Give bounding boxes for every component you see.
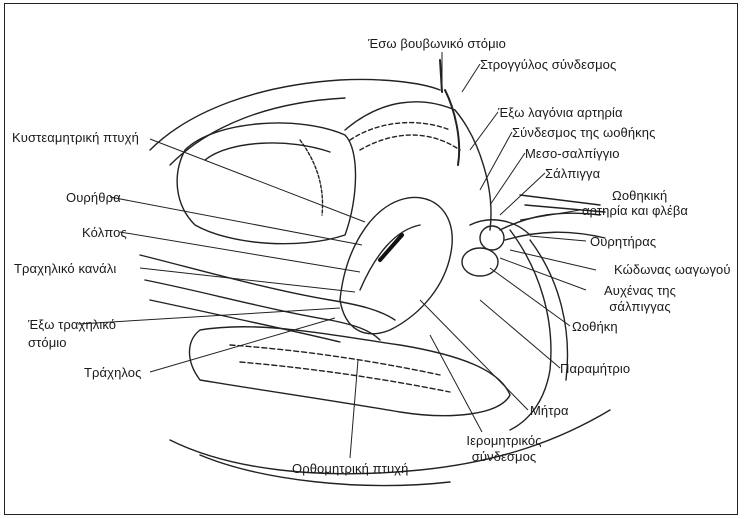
label-external-iliac-artery: Έξω λαγόνια αρτηρία bbox=[498, 105, 623, 120]
round-ligament bbox=[445, 90, 459, 165]
label-vesicouterine-fold: Κυστεαμητρική πτυχή bbox=[12, 130, 139, 145]
rectum-outline bbox=[189, 327, 510, 416]
label-ureter: Ουρητήρας bbox=[590, 234, 656, 249]
label-uterus: Μήτρα bbox=[530, 403, 569, 418]
label-parametrium: Παραμήτριο bbox=[560, 361, 630, 376]
label-tube-neck-line1: Αυχένας της bbox=[598, 283, 682, 298]
label-tube-neck-line2: σάλπιγγας bbox=[598, 299, 682, 314]
sacrum-outline bbox=[510, 230, 551, 430]
label-uterosacral-line2: σύνδεσμος bbox=[456, 449, 552, 464]
abdominal-wall-inner bbox=[170, 98, 345, 165]
label-external-os-line2: στόμιο bbox=[28, 335, 67, 350]
label-ovarian-vessels-line2: αρτηρία και φλέβα bbox=[582, 203, 688, 218]
label-ovary: Ωοθήκη bbox=[572, 319, 618, 334]
broad-ligament bbox=[345, 102, 491, 230]
label-vagina: Κόλπος bbox=[82, 225, 127, 240]
label-cervix: Τράχηλος bbox=[84, 365, 142, 380]
label-inguinal-ring: Έσω βουβωνικό στόμιο bbox=[368, 36, 506, 51]
label-rectouterine-fold: Ορθομητρική πτυχή bbox=[292, 461, 408, 476]
label-round-ligament: Στρογγύλος σύνδεσμος bbox=[480, 57, 616, 72]
label-uterosacral-line1: Ιερομητρικός bbox=[456, 433, 552, 448]
label-cervical-canal: Τραχηλικό κανάλι bbox=[14, 261, 116, 276]
label-urethra: Ουρήθρα bbox=[66, 190, 121, 205]
label-ovarian-ligament: Σύνδεσμος της ωοθήκης bbox=[512, 125, 655, 140]
ovary-shape bbox=[462, 248, 498, 276]
label-fimbriae: Κώδωνας ωαγωγού bbox=[614, 262, 731, 277]
label-mesosalpinx: Μεσο-σαλπίγγιο bbox=[525, 146, 620, 161]
uterus-outline bbox=[340, 197, 452, 333]
bladder-outline bbox=[177, 123, 355, 244]
label-external-os-line1: Έξω τραχηλικό bbox=[28, 317, 116, 332]
abdominal-wall-outline bbox=[150, 79, 440, 150]
label-ovarian-vessels-line1: Ωοθηκική bbox=[612, 188, 667, 203]
label-fallopian-tube: Σάλπιγγα bbox=[545, 166, 600, 181]
